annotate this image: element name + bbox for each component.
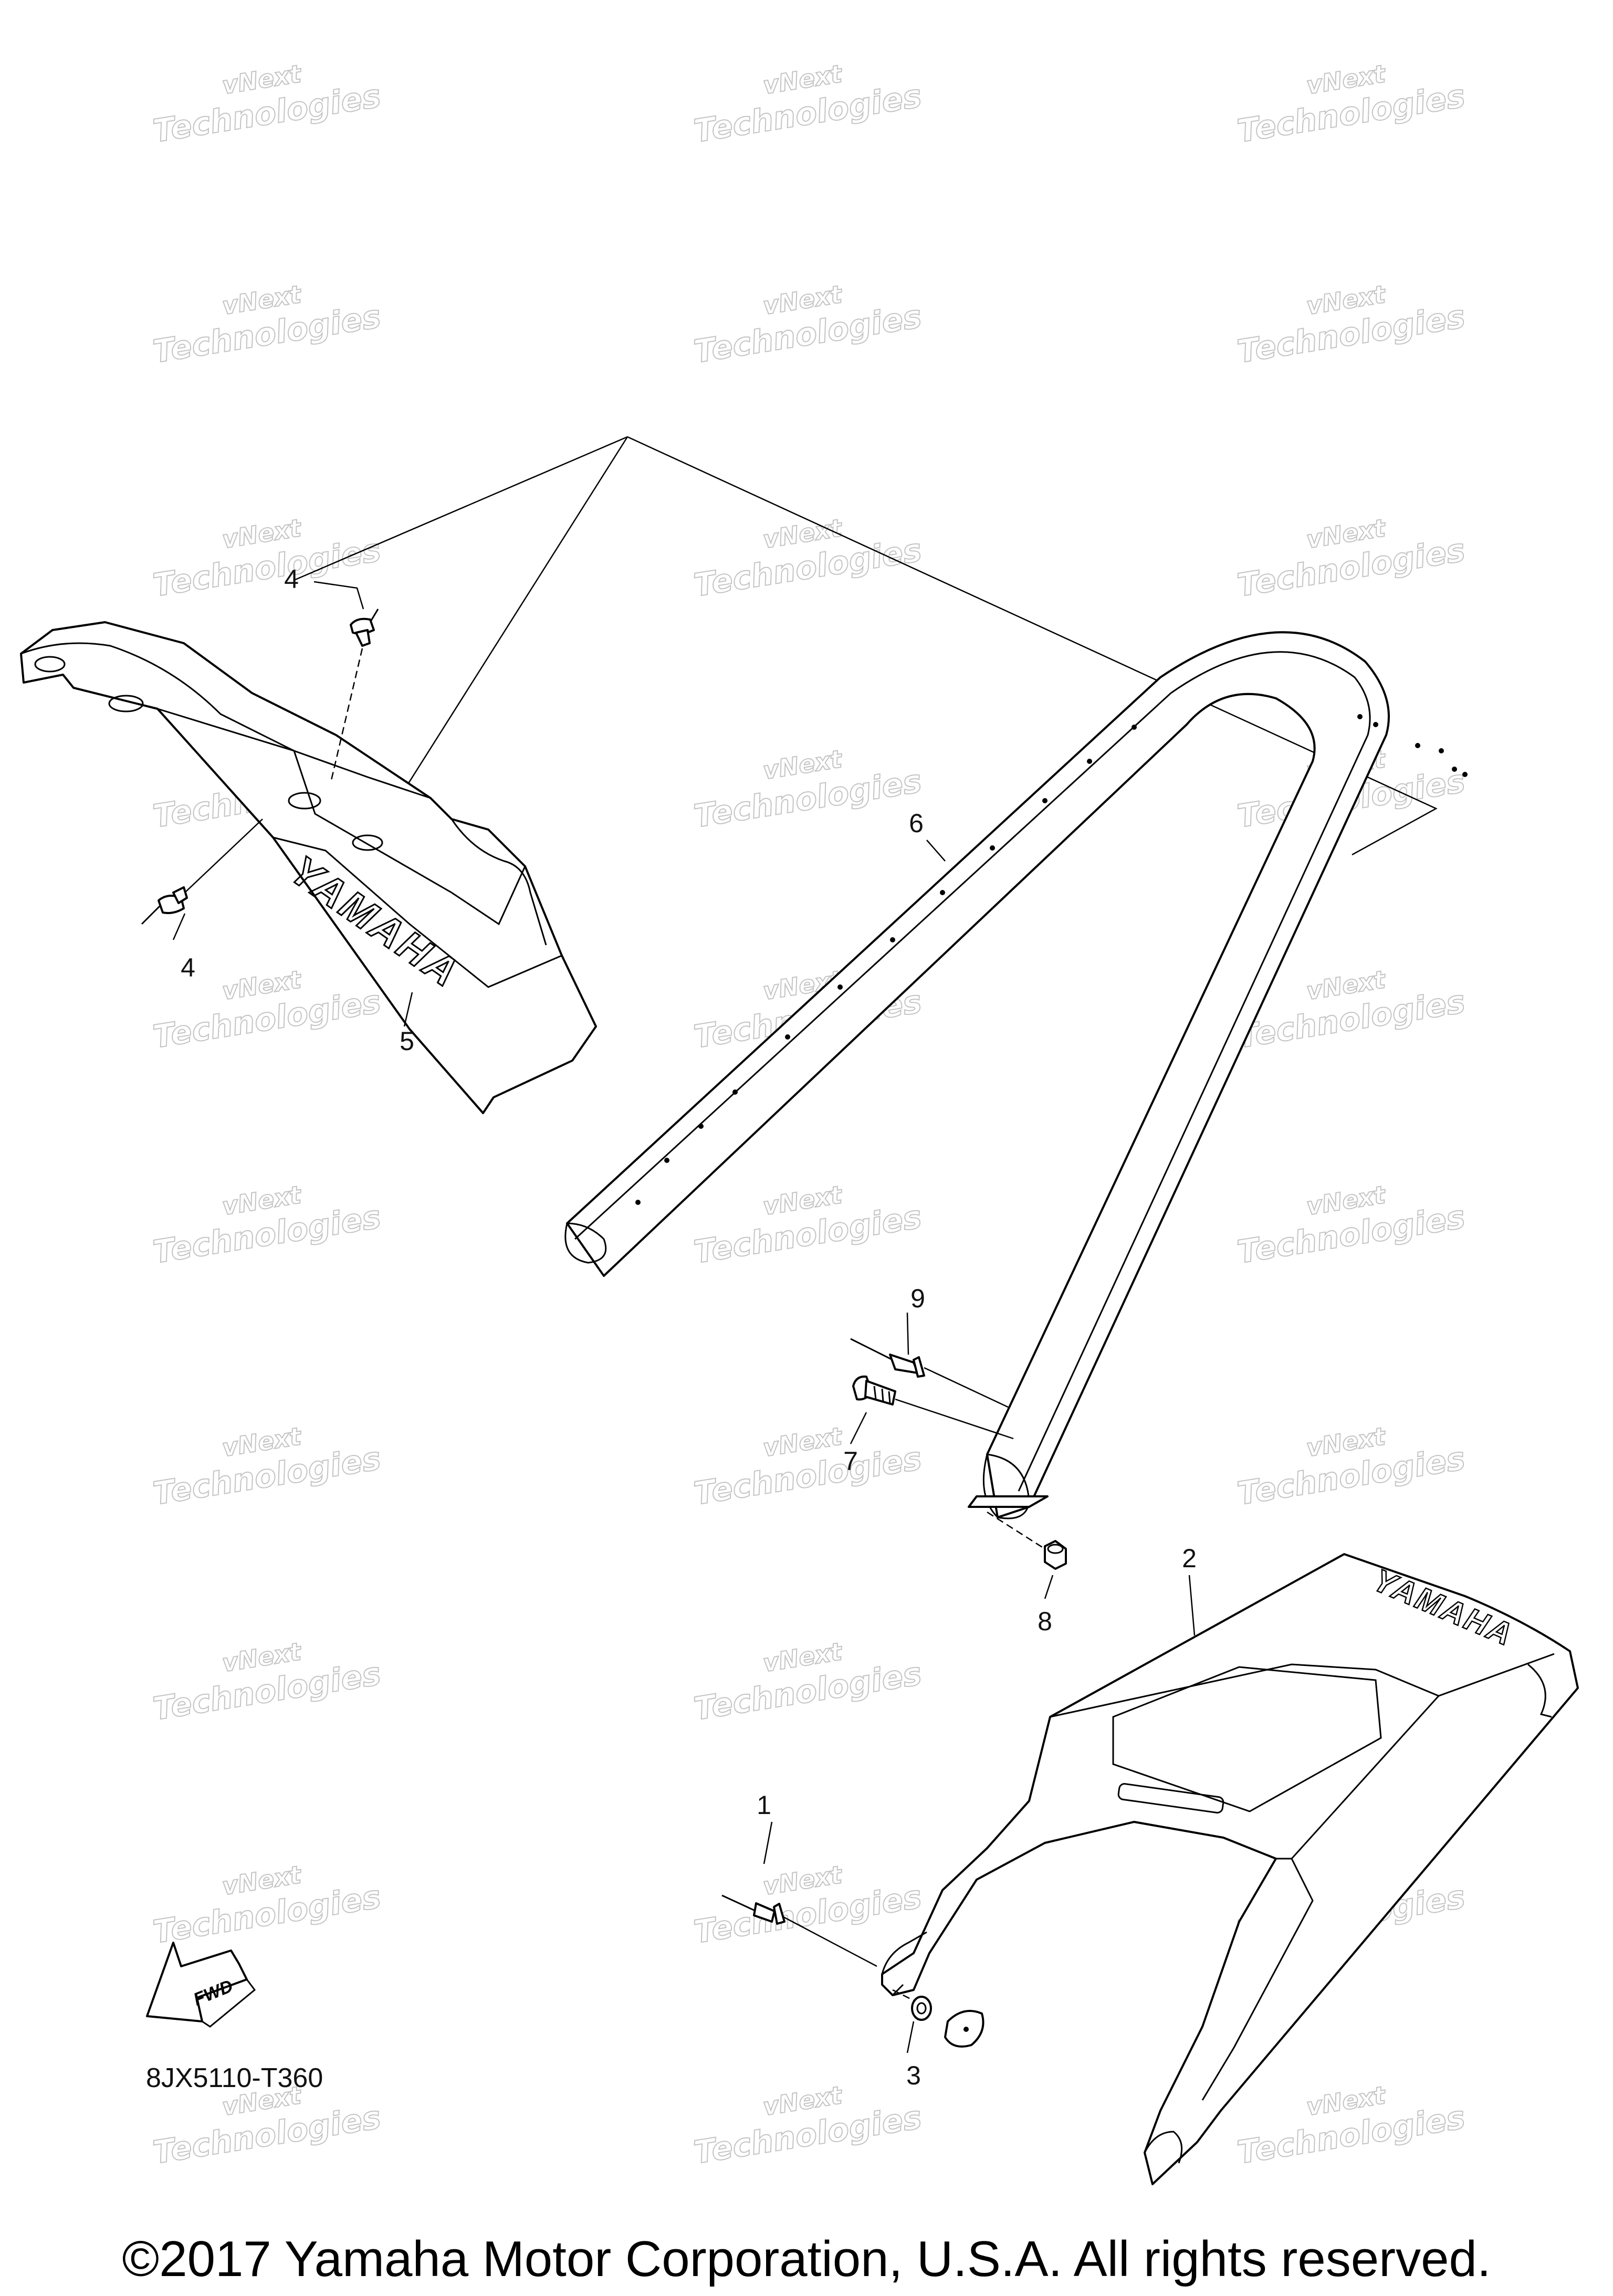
seat-rear-hook bbox=[1144, 2131, 1183, 2164]
grab-bar-hole-4 bbox=[352, 834, 383, 851]
rivet-part-1 bbox=[721, 1894, 877, 1967]
rivet-4-lower-axis bbox=[184, 819, 263, 893]
fwd-arrow: FWD bbox=[146, 1942, 256, 2028]
callout-leaders bbox=[172, 581, 1196, 2053]
grab-bar-part-5: YAMAHA bbox=[20, 621, 597, 1114]
seat-part-2: YAMAHA bbox=[881, 1553, 1579, 2185]
callout-2: 2 bbox=[1182, 1544, 1197, 1573]
callout-4-lower: 4 bbox=[181, 953, 195, 982]
seat-body bbox=[881, 1553, 1579, 2185]
handle-bar-tube-end-right bbox=[982, 1453, 1030, 1519]
callout-6: 6 bbox=[909, 809, 924, 838]
bolt-part-7 bbox=[852, 1375, 1014, 1440]
callout-4-upper: 4 bbox=[284, 564, 299, 594]
grab-bar-hole-2 bbox=[108, 695, 144, 712]
callout-1: 1 bbox=[757, 1790, 771, 1820]
diagram-code: 8JX5110-T360 bbox=[146, 2063, 323, 2093]
copyright-notice: ©2017 Yamaha Motor Corporation, U.S.A. A… bbox=[122, 2231, 1491, 2287]
handle-bar-tab bbox=[968, 1495, 1049, 1508]
seat-handle bbox=[1117, 1783, 1224, 1813]
grab-bar-flange bbox=[20, 642, 431, 799]
grab-bar-hole-3 bbox=[288, 792, 321, 810]
handle-bar-tube-end-left bbox=[564, 1222, 607, 1264]
callout-3: 3 bbox=[906, 2061, 921, 2090]
callout-8: 8 bbox=[1038, 1607, 1052, 1636]
callout-7: 7 bbox=[843, 1446, 858, 1476]
seat-rear-latch bbox=[1527, 1663, 1552, 1718]
grommet-part-3 bbox=[892, 1989, 984, 2048]
grab-bar-top-ridge bbox=[157, 708, 526, 926]
rivet-part-9 bbox=[850, 1338, 1009, 1408]
handle-bar-inner-edge bbox=[574, 651, 1371, 1492]
callout-9: 9 bbox=[910, 1284, 925, 1313]
rivet-part-4-upper bbox=[330, 609, 379, 783]
grab-bar-body bbox=[20, 621, 597, 1114]
grab-bar-hump bbox=[451, 819, 547, 946]
grab-bar-lower-edge bbox=[273, 836, 562, 988]
fwd-arrow-icon bbox=[146, 1942, 248, 2022]
callout-5: 5 bbox=[400, 1026, 414, 1056]
handle-bar-part-6 bbox=[564, 631, 1468, 1519]
handle-bar-holes bbox=[635, 714, 1468, 1205]
nut-part-8 bbox=[987, 1511, 1067, 1570]
rivet-part-4-lower bbox=[141, 819, 263, 925]
grab-bar-hole-1 bbox=[34, 656, 66, 673]
seat-front-hook bbox=[881, 1931, 927, 1996]
handle-bar-tube bbox=[566, 631, 1390, 1518]
seat-right-flank bbox=[1201, 1858, 1314, 2101]
seat-recess bbox=[1112, 1666, 1382, 1812]
seat-top-surface bbox=[1050, 1653, 1555, 1718]
